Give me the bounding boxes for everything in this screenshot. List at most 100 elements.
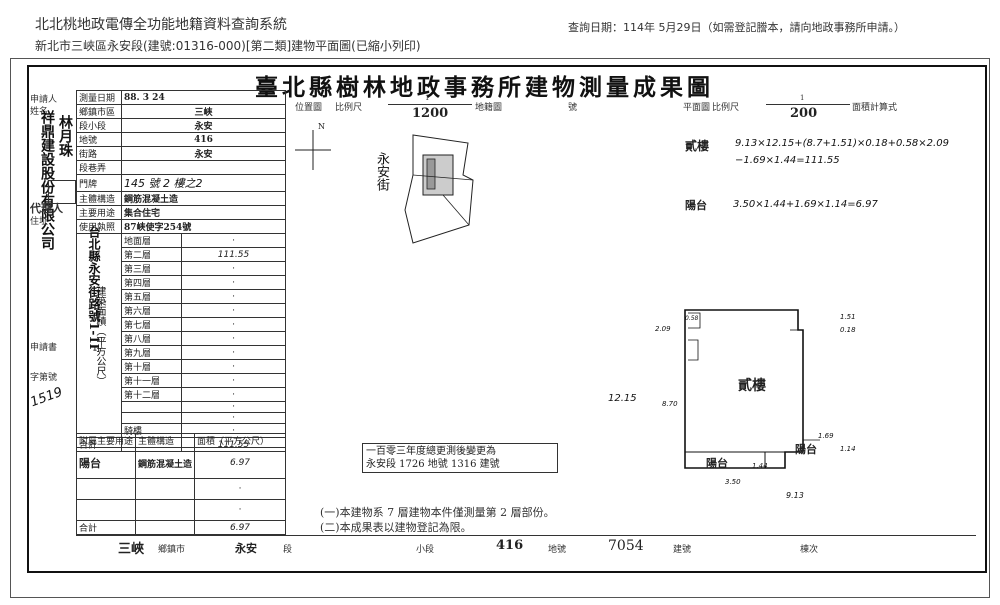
location-scale-num: 1 (425, 94, 430, 102)
label-door: 門牌 (76, 174, 122, 192)
footer-floor-label: 棟次 (800, 545, 819, 555)
floor-9: 第九層 (121, 345, 182, 360)
label-attached-area: 面積（平方公尺） (194, 433, 286, 448)
document-scan (10, 58, 990, 598)
plan-scale-bar (766, 104, 850, 105)
value-date: 88. 3 24 (121, 90, 286, 105)
floor-8: 第八層 (121, 331, 182, 346)
label-application: 申請書 (30, 343, 58, 353)
formula-floor-line2: −1.69×1.44=111.55 (735, 155, 840, 166)
seal-stamp (48, 180, 76, 204)
footer-township-label: 鄉鎮市 (158, 545, 186, 555)
footer-lot-label: 地號 (548, 545, 567, 555)
value-use: 集合住宅 (121, 205, 286, 220)
floor-7: 第七層 (121, 317, 182, 332)
location-scale-value: 1200 (412, 106, 449, 121)
system-title: 北北桃地政電傳全功能地籍資料查詢系統 (35, 17, 287, 33)
dim-3-50: 3.50 (725, 478, 741, 486)
plan-scale-num: 1 (800, 94, 805, 102)
plan-balcony-label-2: 陽台 (795, 443, 817, 456)
form-frame (27, 65, 987, 573)
value-applicant-company: 祥鼎建設股份有限公司 (39, 110, 55, 250)
value-township: 三峽 (121, 104, 286, 119)
document-subtitle: 新北市三峽區永安段(建號:01316-000)[第二類]建物平面圖(已縮小列印) (35, 39, 421, 53)
formula-floor-line1: 9.13×12.15+(8.7+1.51)×0.18+0.58×2.09 (735, 138, 949, 149)
value-attached-area: 6.97 (194, 447, 286, 479)
location-scale-prefix: 比例尺 (335, 103, 363, 113)
formula-balcony-label: 陽台 (685, 199, 707, 212)
note-2: (二)本成果表以建物登記為限。 (320, 521, 472, 534)
location-street-label: 永安街 (374, 152, 389, 191)
value-lot: 416 (121, 132, 286, 147)
label-agent: 代理人 (30, 202, 63, 215)
label-applicant: 申請人 (30, 95, 58, 105)
footer-building-label: 建號 (673, 545, 692, 555)
dim-0-18: 0.18 (840, 326, 856, 334)
value-structure: 鋼筋混凝土造 (121, 191, 286, 206)
label-building-area: 建築面積（平方公尺） (76, 233, 122, 438)
floor-6: 第六層 (121, 303, 182, 318)
footer-lot: 416 (496, 538, 524, 553)
footer-township: 三峽 (118, 542, 145, 557)
floor-11: 第十一層 (121, 373, 182, 388)
label-main-use: 主要用途 (76, 205, 122, 220)
label-attached-use: 附屬主要用途 (75, 433, 137, 448)
note-1: (一)本建物系 7 層建物本件僅測量第 2 層部份。 (320, 506, 555, 519)
location-no-label: 號 (568, 103, 578, 113)
dim-1-44: 1.44 (752, 462, 768, 470)
renumber-note: 一百零三年度總更測後變更為 永安段 1726 地號 1316 建號 (362, 443, 558, 473)
plan-scale-prefix: 比例尺 (712, 103, 740, 113)
label-attached-structure: 主體構造 (135, 433, 196, 448)
plan-balcony-label-1: 陽台 (706, 457, 728, 470)
value-attached-use: 陽台 (75, 447, 137, 479)
plan-room-label: 貳樓 (738, 378, 766, 394)
plan-area-label: 面積計算式 (852, 103, 898, 113)
value-applicant-person: 林月珠 (57, 115, 73, 157)
value-address: 台北縣永安街路號1-1F (87, 226, 101, 353)
footer-section-label: 段 (283, 545, 293, 555)
label-doc-no: 字第號 (30, 373, 58, 383)
dim-8-70: 8.70 (662, 400, 678, 408)
dim-1-51: 1.51 (840, 313, 856, 321)
value-section: 永安 (121, 118, 286, 133)
location-lot-label: 地籍圖 (475, 103, 503, 113)
label-survey-date: 測量日期 (76, 90, 122, 105)
footer-rule (76, 535, 976, 536)
value-street: 永安 (121, 146, 286, 161)
floor-plan-drawing (684, 309, 820, 469)
value-permit: 87峽使字254號 (121, 219, 286, 234)
footer-building-no: 7054 (608, 538, 644, 554)
query-date: 查詢日期：114年 5月29日（如需登記謄本，請向地政事務所申請。） (568, 21, 905, 34)
dim-2-09: 2.09 (655, 325, 671, 333)
label-grand-total: 合計 (75, 520, 137, 535)
value-door: 145 號 2 樓之2 (121, 174, 286, 192)
dim-1-69: 1.69 (818, 432, 834, 440)
footer-subsection-label: 小段 (416, 545, 435, 555)
label-street: 街路 (76, 146, 122, 161)
dim-12-15: 12.15 (608, 393, 637, 404)
floor-1: 地面層 (121, 233, 182, 248)
floor-4: 第四層 (121, 275, 182, 290)
label-address: 住址 (30, 217, 49, 227)
label-name: 姓名 (30, 107, 49, 117)
floor-3: 第三層 (121, 261, 182, 276)
floor-2: 第二層 (121, 247, 182, 262)
value-floor2-area: 111.55 (181, 247, 286, 262)
svg-text:N: N (318, 122, 325, 131)
label-lot: 地號 (76, 132, 122, 147)
formula-balcony: 3.50×1.44+1.69×1.14=6.97 (733, 199, 878, 210)
dim-9-13: 9.13 (786, 491, 804, 500)
plan-label: 平面圖 (683, 103, 711, 113)
footer-section: 永安 (235, 542, 257, 555)
formula-floor-label: 貳樓 (685, 139, 710, 153)
location-scale-bar (388, 104, 472, 105)
dim-0-58: 0.58 (685, 315, 699, 322)
dim-1-14: 1.14 (840, 445, 856, 453)
location-map-sketch: N (295, 122, 474, 244)
floor-12: 第十二層 (121, 387, 182, 402)
value-attached-structure: 鋼筋混凝土造 (135, 447, 196, 479)
floor-5: 第五層 (121, 289, 182, 304)
label-alley: 段巷弄 (76, 160, 122, 175)
